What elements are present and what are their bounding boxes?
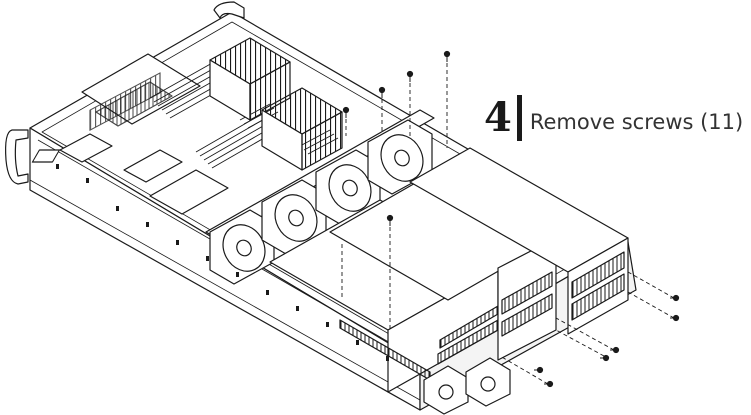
chip xyxy=(31,149,61,163)
expansion-card xyxy=(95,81,173,127)
drive-cage-front xyxy=(269,199,499,393)
chassis-side-bottom xyxy=(29,179,421,401)
screw-icon xyxy=(406,70,414,82)
screw-icon xyxy=(342,106,350,118)
board-component-3 xyxy=(59,133,113,163)
screw-icon xyxy=(378,86,386,98)
screw-icon xyxy=(600,354,610,362)
screw-icon xyxy=(534,366,544,374)
fan-icon-3 xyxy=(315,149,381,225)
board-component xyxy=(123,149,183,183)
mounting-holes xyxy=(56,164,389,361)
board-component-2 xyxy=(149,169,229,215)
heatsink-icon xyxy=(209,37,291,121)
heatsink-icon-2 xyxy=(261,87,343,171)
screw-icon xyxy=(544,380,554,388)
screw-icon xyxy=(670,294,680,302)
drive-cage-rear xyxy=(409,147,629,335)
screw-icon xyxy=(443,50,451,62)
drive-cage-middle xyxy=(329,169,557,361)
screw-icon xyxy=(610,346,620,354)
step-instruction: Remove screws (11) xyxy=(529,110,744,134)
screw-icon xyxy=(386,214,394,226)
step-divider xyxy=(516,95,522,141)
handle-icon xyxy=(5,129,29,185)
handle-icon-top xyxy=(213,1,245,19)
step-label: 4 Remove screws (11) xyxy=(484,90,743,146)
screw-icon xyxy=(670,314,680,322)
psu-connectors xyxy=(423,357,511,415)
screws xyxy=(342,50,680,388)
step-number: 4 xyxy=(484,94,512,141)
